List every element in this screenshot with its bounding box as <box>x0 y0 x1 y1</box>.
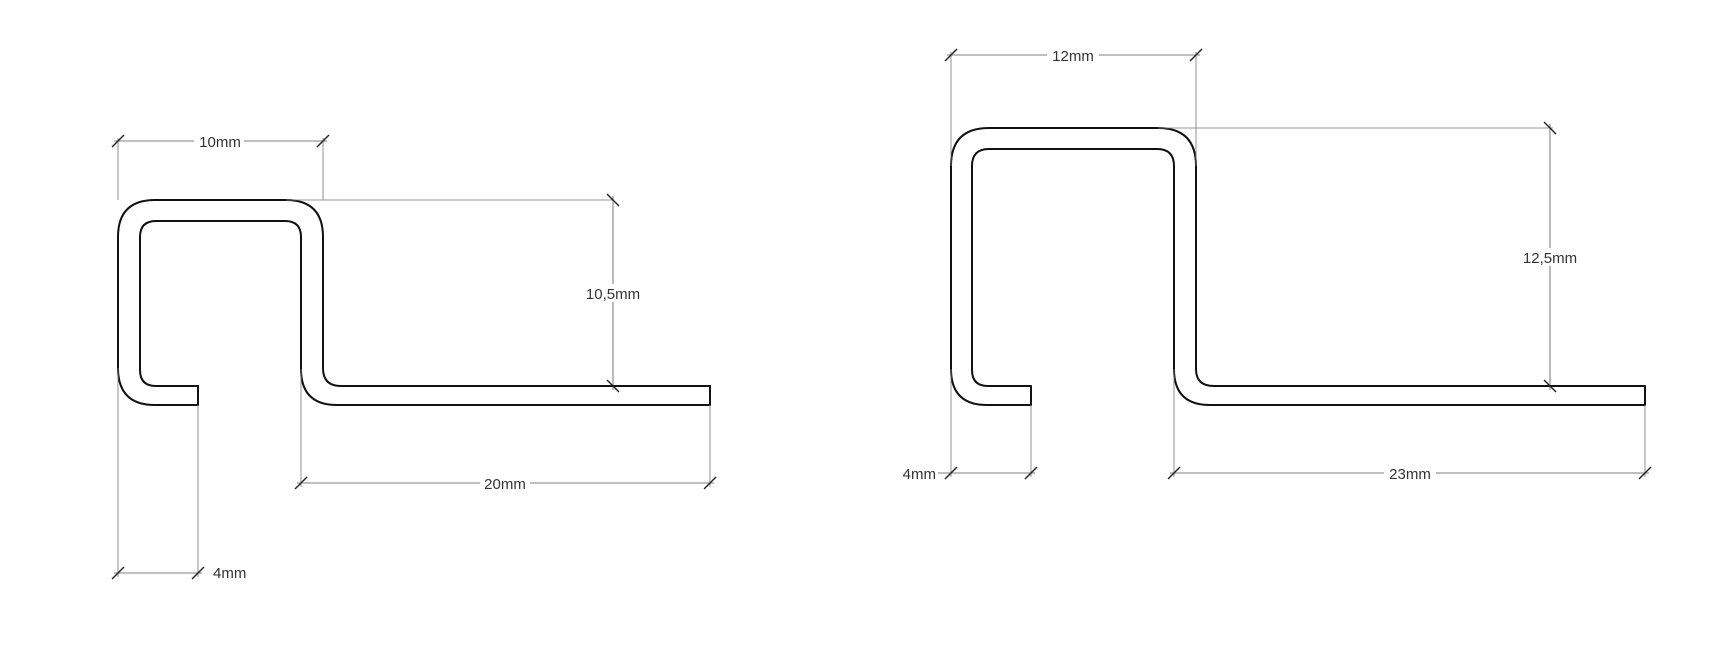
dimension-label-height-left: 10,5mm <box>586 286 640 303</box>
dimension-label-flange-width-right: 23mm <box>1389 466 1431 483</box>
dimension-height-left: 10,5mm <box>286 193 644 393</box>
dimension-flange-width-left: 20mm <box>294 369 717 493</box>
profile-right: 12mm 12,5mm 23mm <box>898 46 1652 483</box>
dimension-height-right: 12,5mm <box>1158 121 1582 393</box>
profile-left: 10mm 10,5mm 20mm 4mm <box>111 132 717 582</box>
dimension-label-top-width-right: 12mm <box>1052 48 1094 65</box>
dimension-label-flange-width-left: 20mm <box>484 476 526 493</box>
dimension-lip-width-right: 4mm <box>898 369 1038 483</box>
dimension-top-width-right: 12mm <box>944 46 1203 166</box>
dimension-label-lip-width-left: 4mm <box>213 565 246 582</box>
profile-left-outer-outline <box>117 199 711 406</box>
dimension-flange-width-right: 23mm <box>1167 369 1652 483</box>
dimension-label-lip-width-right: 4mm <box>903 466 936 483</box>
dimension-label-height-right: 12,5mm <box>1523 250 1577 267</box>
dimension-lip-width-left: 4mm <box>111 368 246 582</box>
dimension-top-width-left: 10mm <box>111 132 330 200</box>
dimension-label-top-width-left: 10mm <box>199 134 241 151</box>
profile-right-outer-outline <box>950 127 1646 406</box>
